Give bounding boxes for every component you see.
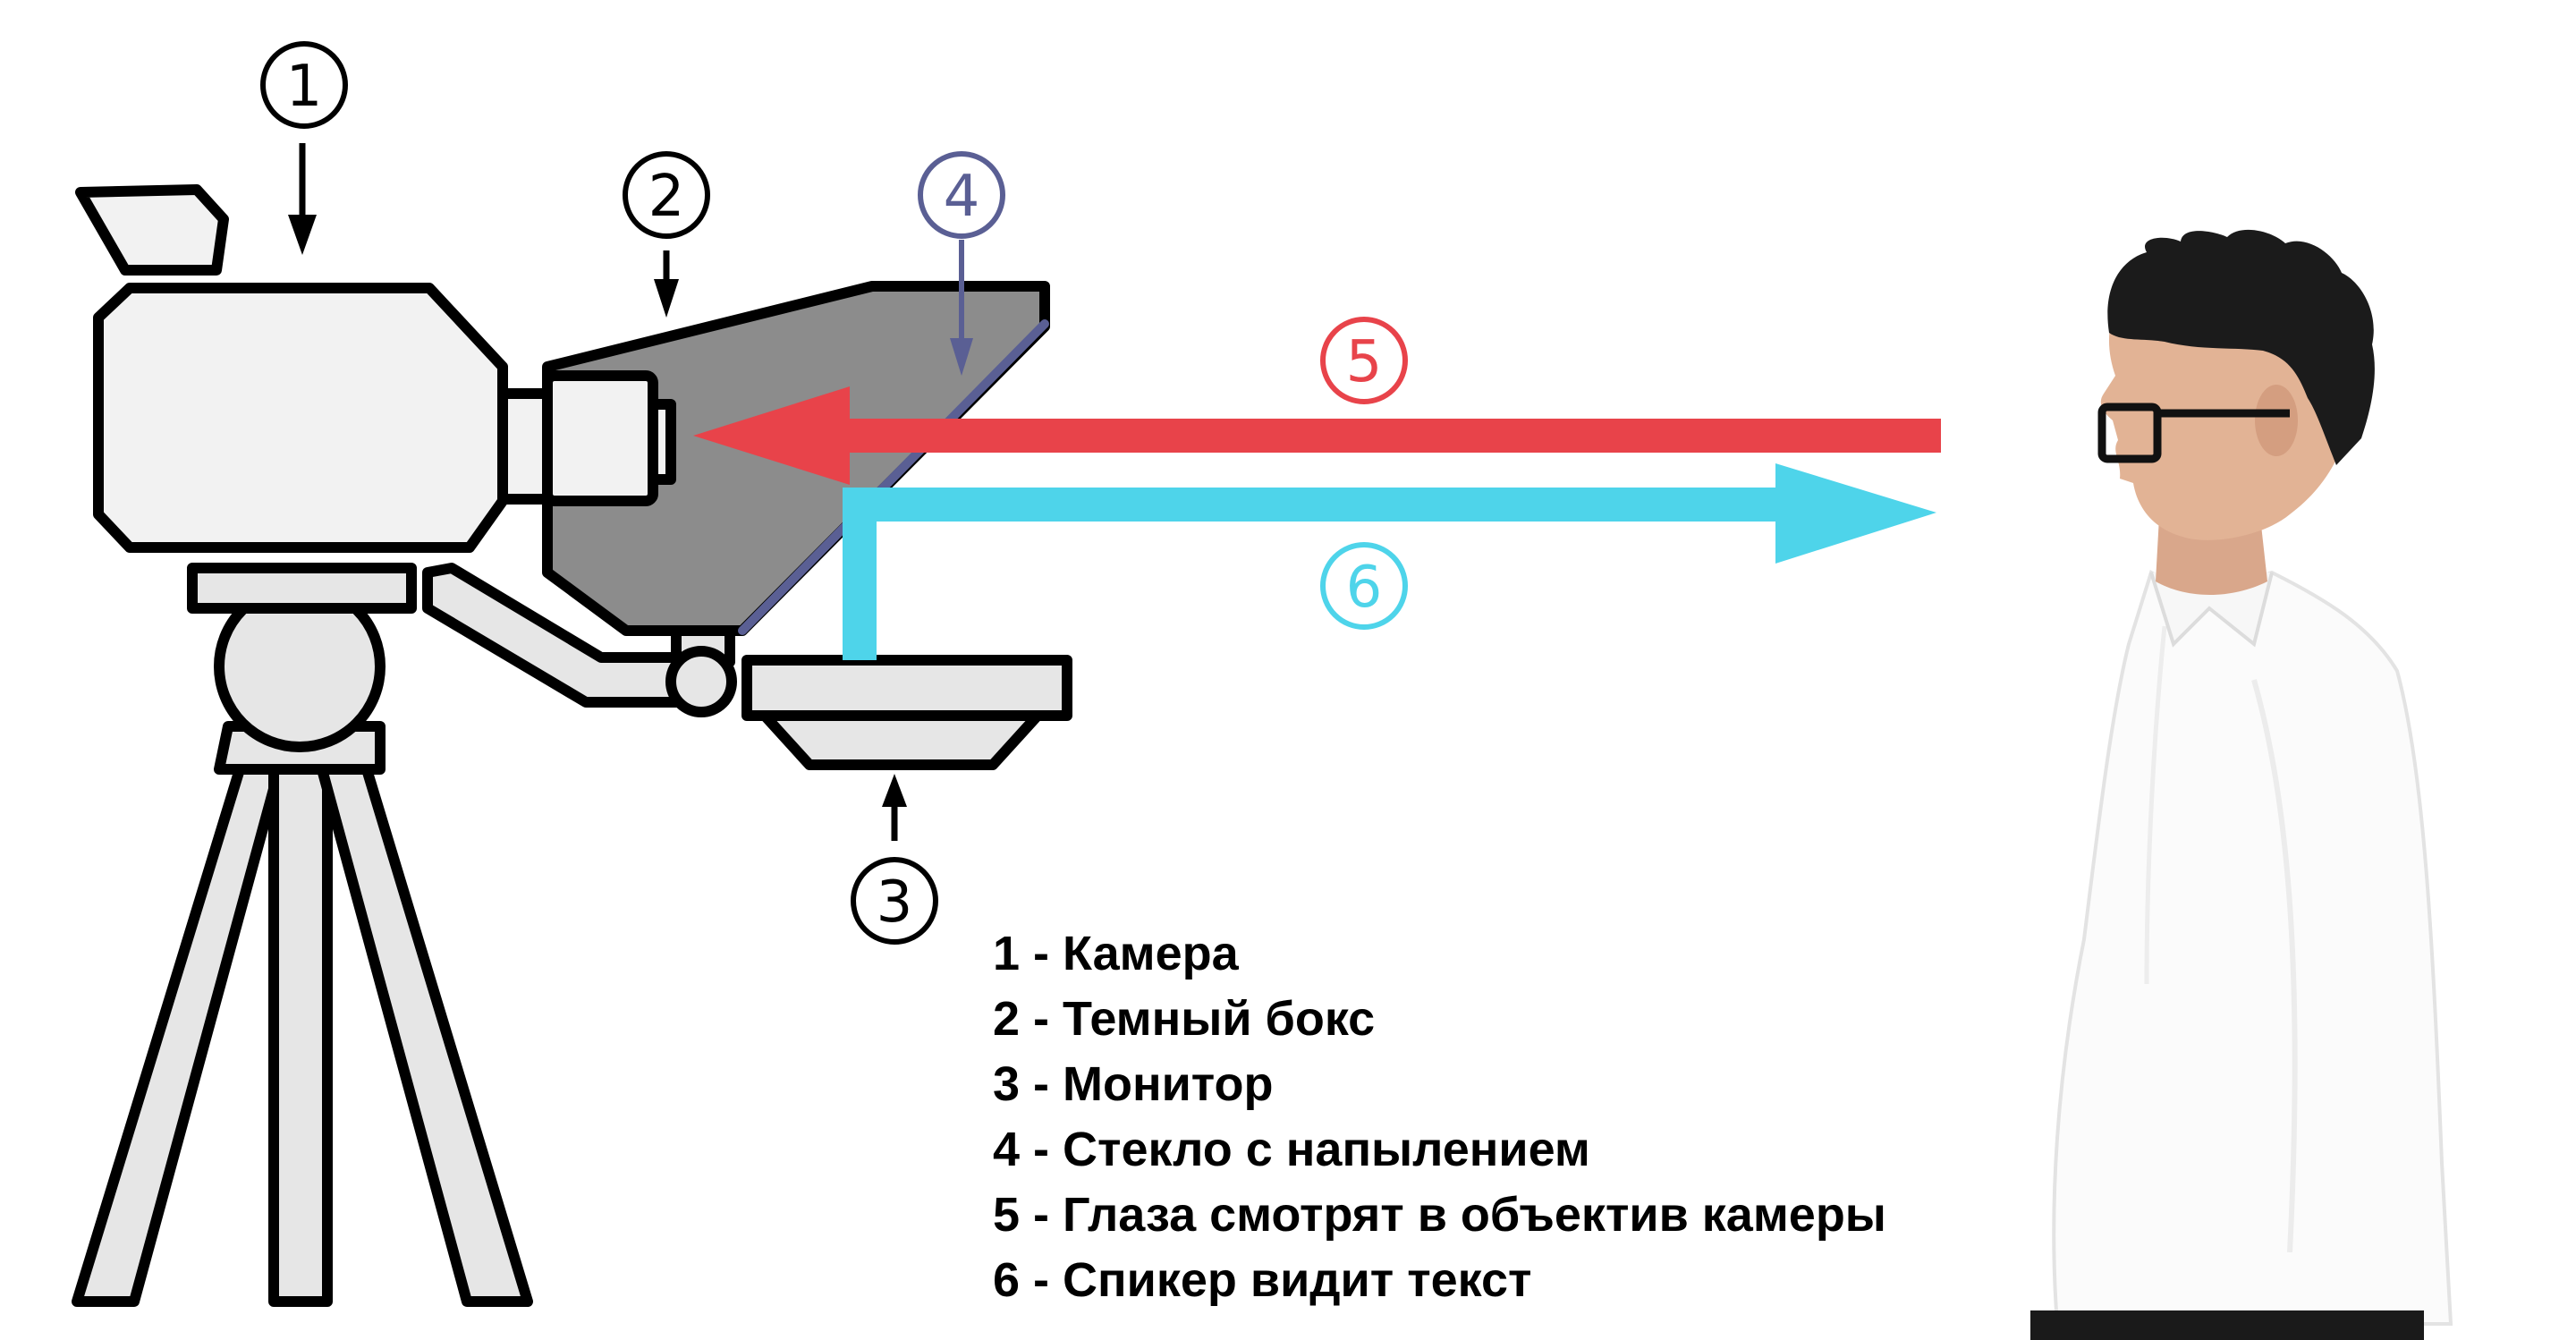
tripod-leg-left [72, 764, 284, 1307]
callout-4-label: 4 [944, 164, 980, 230]
legend-item-monitor: 3 - Монитор [993, 1057, 1274, 1111]
camera-lens [542, 370, 658, 506]
callout-1: 1 [260, 41, 348, 129]
legend-item-eye-line: 5 - Глаза смотрят в объектив камеры [993, 1188, 1886, 1242]
arm-joint [665, 646, 737, 717]
prompter-arm [422, 563, 737, 717]
arrow-head-4 [950, 338, 973, 376]
callout-2-label: 2 [648, 164, 685, 230]
callout-4: 4 [918, 151, 1005, 239]
eye-line-arrowhead [693, 386, 850, 485]
callout-1-label: 1 [286, 54, 323, 120]
callout-3-label: 3 [877, 869, 913, 936]
eye-line-arrow [693, 386, 1941, 485]
monitor [741, 655, 1072, 770]
camera [75, 184, 676, 553]
arrow-head-3 [882, 774, 907, 807]
callout-pointers [288, 143, 907, 841]
text-line-arrow [843, 463, 1936, 660]
glass-pointer [950, 240, 973, 376]
speaker-ear [2255, 385, 2298, 456]
lens-front [648, 399, 676, 485]
camera-body [93, 283, 508, 553]
tripod [72, 563, 533, 1307]
legend-item-speaker-text: 6 - Спикер видит текст [993, 1253, 1532, 1307]
speaker-person [2030, 229, 2453, 1340]
speaker-shirt [2052, 570, 2453, 1326]
callout-5-label: 5 [1346, 329, 1383, 395]
tripod-leg-right [317, 764, 533, 1307]
camera-viewfinder [75, 184, 229, 276]
callout-6-label: 6 [1346, 555, 1383, 621]
legend-item-coated-glass: 4 - Стекло с напылением [993, 1123, 1590, 1176]
monitor-body [741, 655, 1072, 721]
legend-item-dark-box: 2 - Темный бокс [993, 992, 1376, 1046]
speaker-hair [2107, 229, 2375, 465]
tripod-leg-center [268, 764, 333, 1307]
legend-item-camera: 1 - Камера [993, 927, 1239, 980]
legend: 1 - Камера 2 - Темный бокс 3 - Монитор 4… [993, 921, 1886, 1313]
callout-6: 6 [1320, 542, 1408, 630]
arrow-head-1 [288, 215, 317, 255]
text-line-arrowhead [1775, 463, 1936, 564]
monitor-stand [759, 710, 1043, 770]
callout-5: 5 [1320, 317, 1408, 404]
callout-3: 3 [851, 857, 938, 945]
speaker-glasses [2097, 403, 2290, 463]
coated-glass [738, 319, 1049, 635]
callout-2: 2 [623, 151, 710, 239]
camera-mount-plate [187, 563, 417, 614]
speaker-belt [2030, 1310, 2424, 1340]
arrow-head-2 [654, 279, 679, 318]
